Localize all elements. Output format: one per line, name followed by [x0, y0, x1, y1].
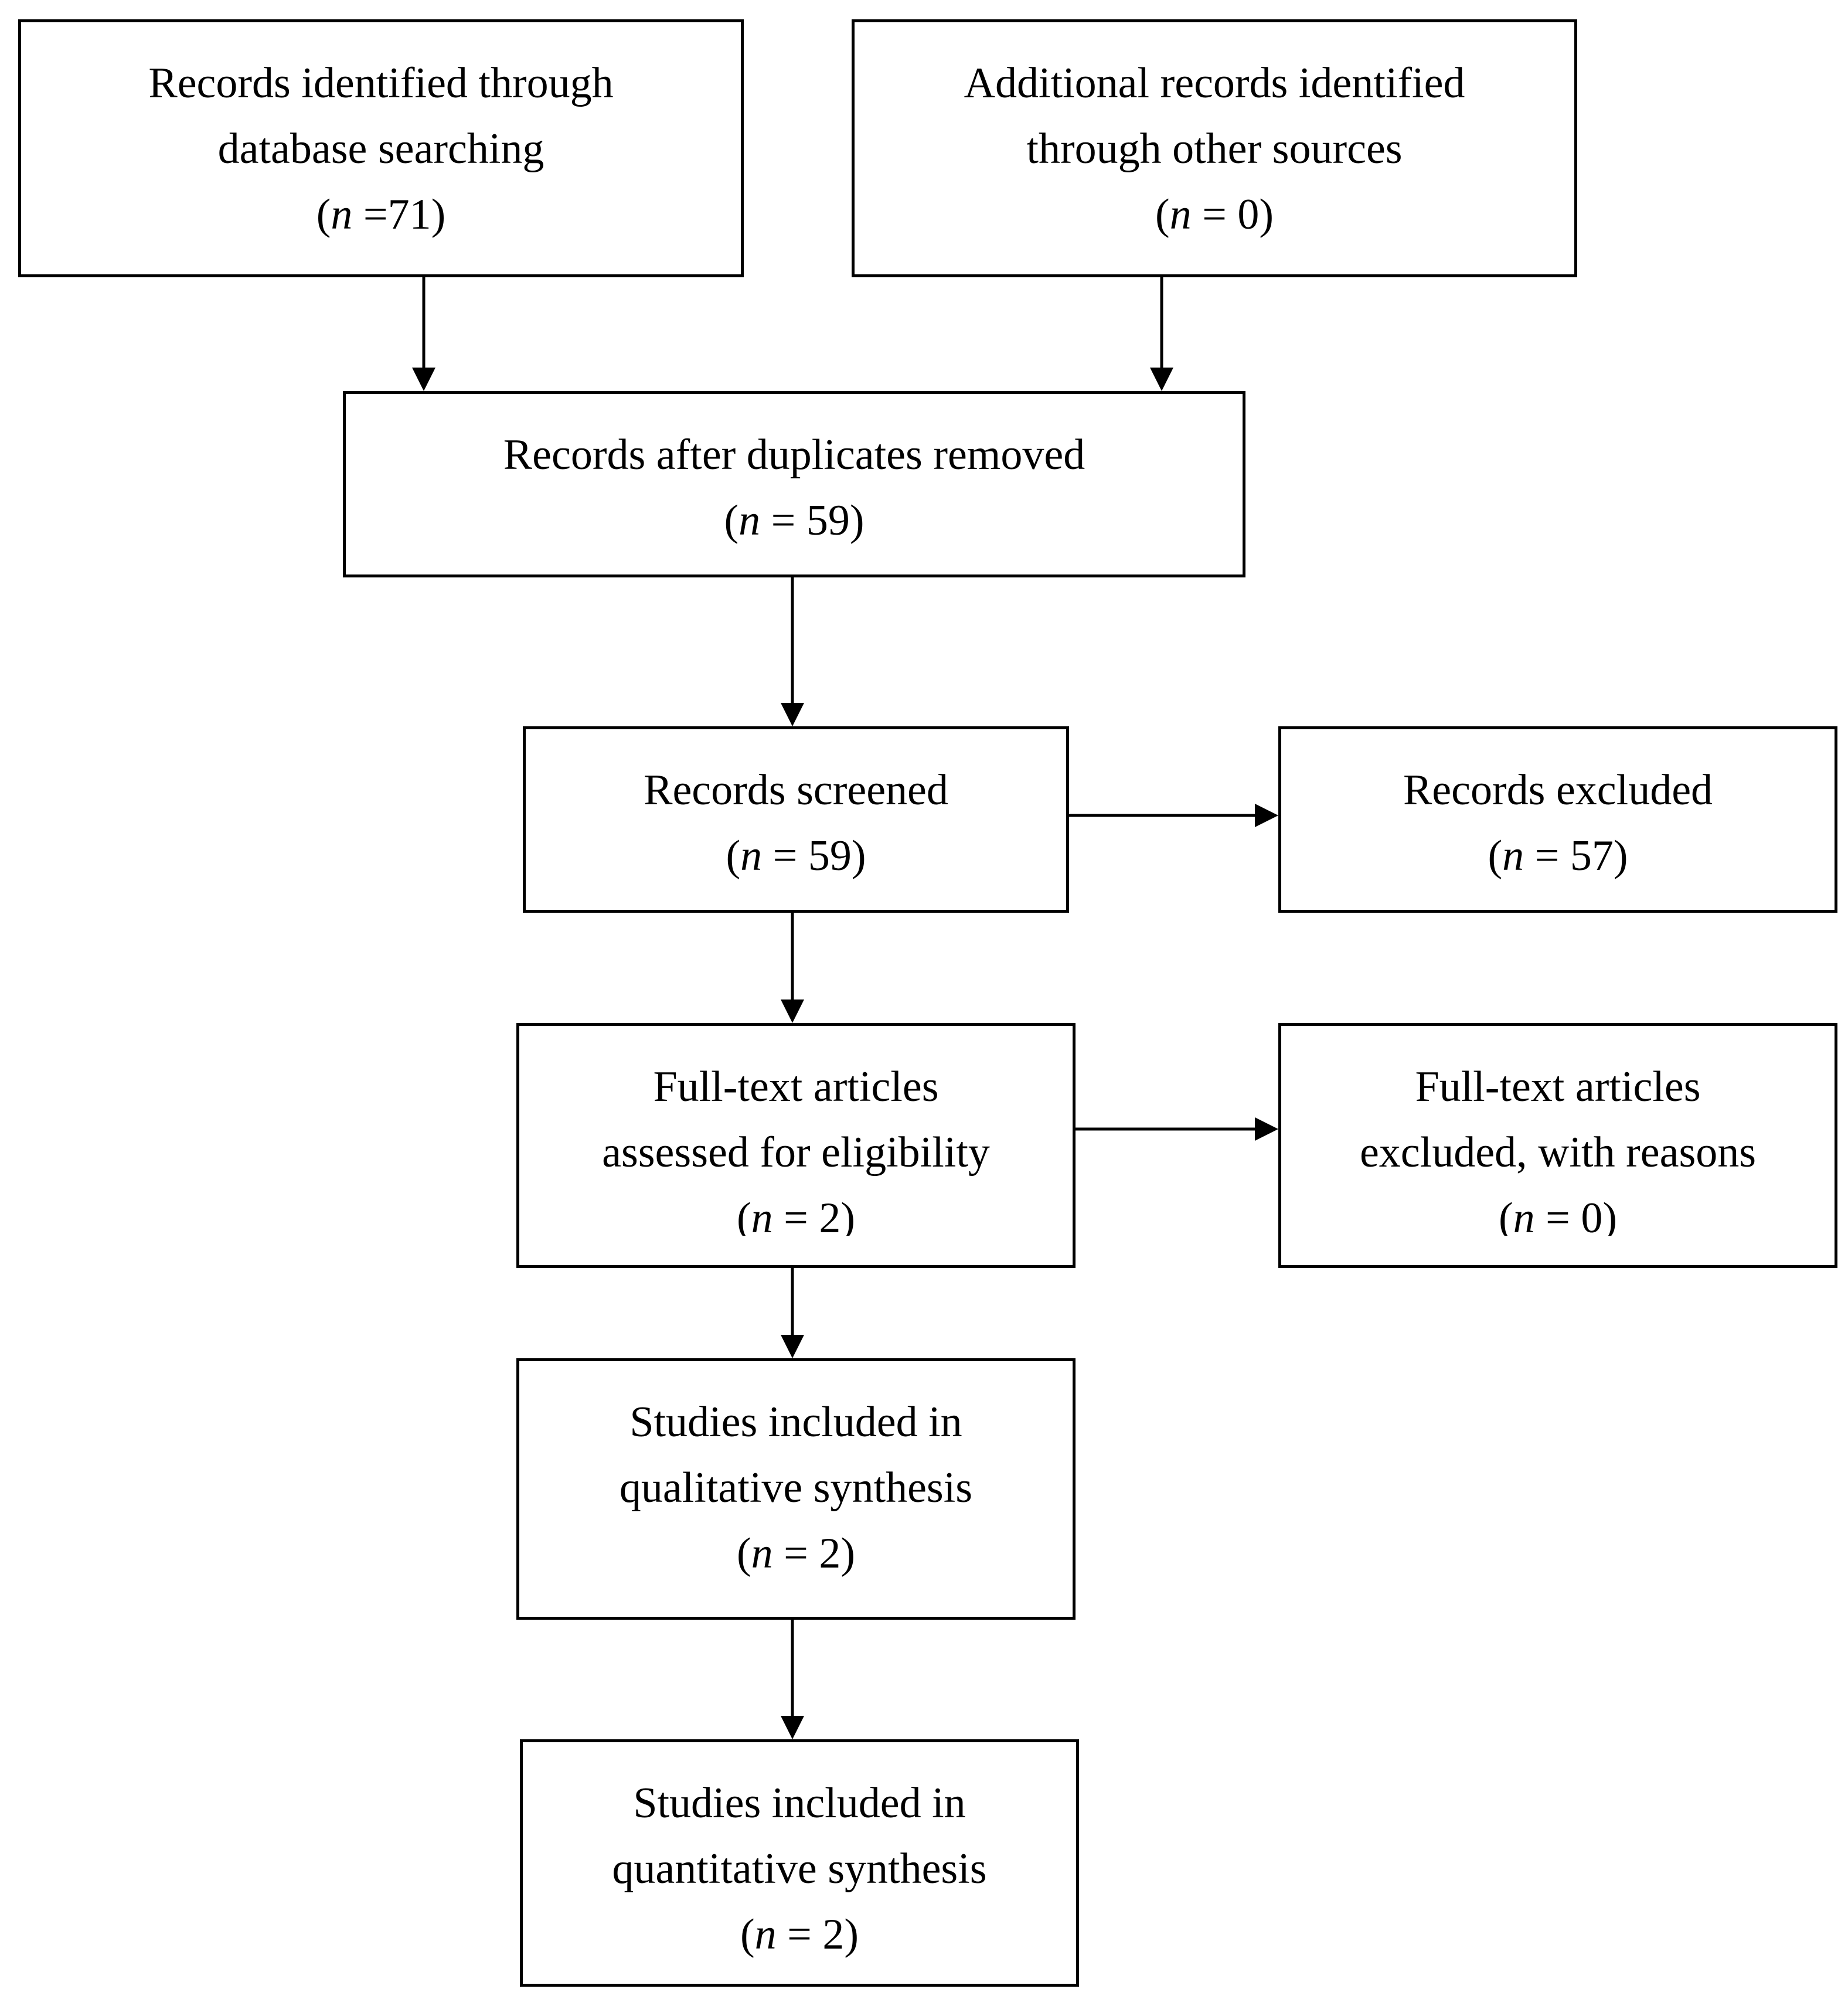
database-search-label-line1: Records identified through	[148, 59, 614, 107]
count-value: = 57)	[1524, 832, 1628, 880]
count-open-paren: (	[736, 1194, 751, 1236]
duplicates-removed-label: Records after duplicates removed	[503, 431, 1085, 479]
qualitative-synthesis-count: (n = 2)	[737, 1521, 855, 1586]
n-variable: n	[331, 191, 353, 239]
full-text-excluded-box: Full-text articles excluded, with reason…	[1278, 1023, 1837, 1268]
qualitative-synthesis-box: Studies included in qualitative synthesi…	[516, 1358, 1076, 1620]
quantitative-synthesis-box: Studies included in quantitative synthes…	[520, 1739, 1079, 1987]
database-search-box: Records identified through database sear…	[18, 19, 744, 277]
records-excluded-label: Records excluded	[1403, 766, 1713, 814]
count-open-paren: (	[740, 1910, 755, 1959]
qualitative-synthesis-label-line1: Studies included in	[629, 1398, 962, 1446]
quantitative-synthesis-label-line1: Studies included in	[633, 1779, 966, 1827]
records-excluded-box: Records excluded (n = 57)	[1278, 726, 1837, 913]
records-excluded-count: (n = 57)	[1488, 823, 1628, 889]
count-value: =71)	[352, 191, 446, 239]
database-search-label-line2: database searching	[217, 125, 544, 173]
count-open-paren: (	[1498, 1194, 1513, 1236]
count-open-paren: (	[1155, 191, 1170, 239]
count-value: = 2)	[776, 1910, 859, 1959]
count-open-paren: (	[724, 497, 739, 545]
n-variable: n	[751, 1529, 773, 1578]
other-sources-box: Additional records identified through ot…	[852, 19, 1577, 277]
full-text-assessed-label-line1: Full-text articles	[653, 1063, 939, 1111]
count-value: = 59)	[760, 497, 865, 545]
n-variable: n	[1502, 832, 1524, 880]
database-search-count: (n =71)	[316, 182, 446, 247]
count-open-paren: (	[726, 832, 741, 880]
n-variable: n	[738, 497, 761, 545]
count-value: = 2)	[772, 1194, 856, 1236]
full-text-excluded-label-line2: excluded, with reasons	[1359, 1128, 1757, 1177]
qualitative-synthesis-label-line2: qualitative synthesis	[619, 1464, 973, 1512]
other-sources-label-line2: through other sources	[1026, 125, 1403, 173]
quantitative-synthesis-count: (n = 2)	[740, 1902, 859, 1967]
n-variable: n	[740, 832, 763, 880]
quantitative-synthesis-label-line2: quantitative synthesis	[612, 1845, 987, 1893]
records-screened-label: Records screened	[644, 766, 948, 814]
count-value: = 59)	[762, 832, 866, 880]
count-open-paren: (	[316, 191, 331, 239]
full-text-assessed-box: Full-text articles assessed for eligibil…	[516, 1023, 1076, 1268]
count-value: = 0)	[1534, 1194, 1618, 1236]
n-variable: n	[1513, 1194, 1535, 1236]
full-text-assessed-count: (n = 2)	[737, 1185, 855, 1236]
count-open-paren: (	[736, 1529, 751, 1578]
records-screened-box: Records screened (n = 59)	[523, 726, 1069, 913]
records-screened-count: (n = 59)	[726, 823, 866, 889]
count-value: = 2)	[772, 1529, 856, 1578]
full-text-excluded-count: (n = 0)	[1499, 1185, 1617, 1236]
count-open-paren: (	[1488, 832, 1503, 880]
n-variable: n	[1169, 191, 1192, 239]
n-variable: n	[754, 1910, 777, 1959]
other-sources-count: (n = 0)	[1155, 182, 1274, 247]
count-value: = 0)	[1191, 191, 1274, 239]
other-sources-label-line1: Additional records identified	[964, 59, 1465, 107]
n-variable: n	[751, 1194, 773, 1236]
full-text-assessed-label-line2: assessed for eligibility	[602, 1128, 990, 1177]
duplicates-removed-count: (n = 59)	[724, 488, 864, 553]
duplicates-removed-box: Records after duplicates removed (n = 59…	[343, 391, 1245, 577]
full-text-excluded-label-line1: Full-text articles	[1415, 1063, 1701, 1111]
